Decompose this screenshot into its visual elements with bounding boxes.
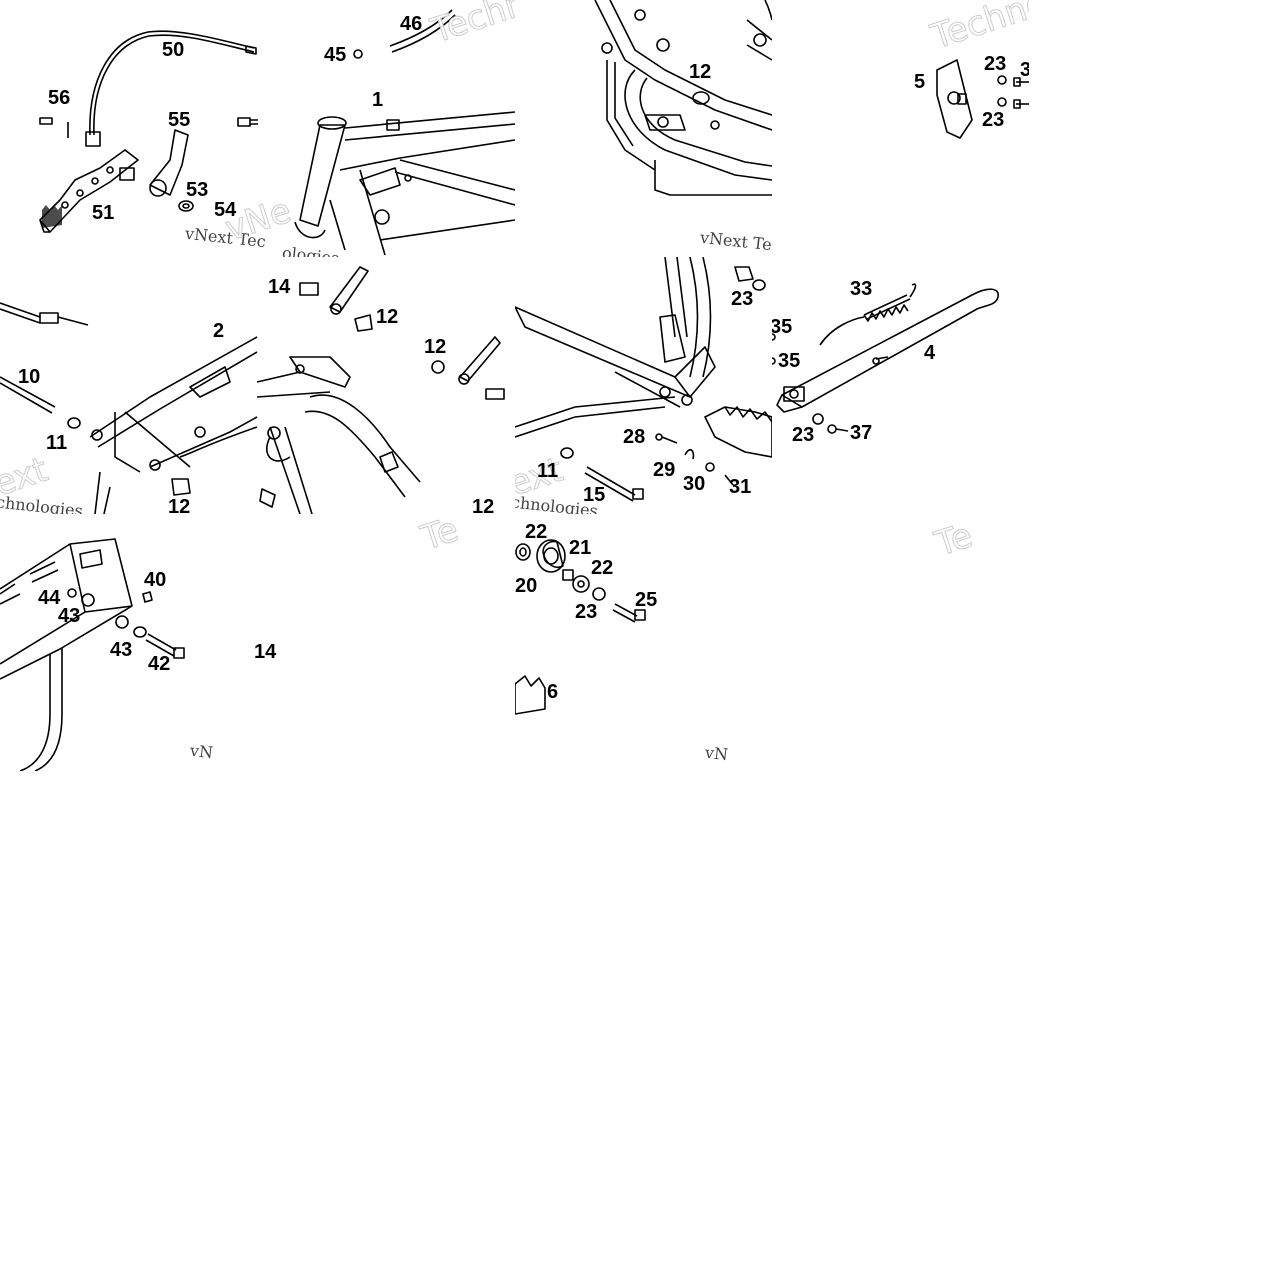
part-label: 33 (850, 278, 873, 300)
part-label: 28 (623, 426, 646, 448)
part-label: 22 (591, 557, 614, 579)
part-label: 43 (110, 639, 133, 661)
part-label: 21 (569, 537, 592, 559)
part-label: 11 (46, 432, 68, 454)
part-label: 15 (583, 484, 606, 506)
part-label: 11 (537, 460, 559, 482)
tile-bottom-left: vN Te 40 44 43 43 42 14 (0, 514, 515, 771)
part-label: 46 (400, 13, 423, 35)
frame-lower-drawing (0, 266, 505, 514)
part-label: 51 (92, 202, 115, 224)
part-label: 23 (731, 288, 754, 310)
part-label: 55 (168, 109, 191, 131)
part-label: 37 (850, 422, 873, 444)
part-label: 23 (982, 109, 1005, 131)
part-label: 54 (214, 199, 237, 221)
part-label: 10 (18, 366, 41, 388)
tile-mid-left: ext chnologies 14 12 2 12 10 11 12 12 (0, 257, 515, 514)
part-label: 23 (984, 53, 1007, 75)
tile-bottom-middle: vN 22 21 22 20 23 25 6 (515, 514, 772, 771)
part-label: 12 (472, 496, 495, 514)
part-label: 22 (525, 521, 548, 543)
part-label: 44 (38, 587, 61, 609)
part-label: 40 (144, 569, 167, 591)
part-label: 29 (653, 459, 676, 481)
part-label: 14 (254, 641, 277, 663)
tile-top-right: Techno 5 23 23 3 (772, 0, 1029, 257)
part-label: 12 (168, 496, 191, 514)
part-label: 5 (914, 71, 926, 93)
tile-top-middle: vNext Tec 12 (515, 0, 772, 257)
part-label: 50 (162, 39, 185, 61)
part-label: 2 (213, 320, 225, 342)
part-label: 56 (48, 87, 71, 109)
part-label: 53 (186, 179, 209, 201)
rear-rack-drawing (0, 538, 185, 771)
tile-mid-middle: ext chnologies nologies 23 28 29 30 31 1… (515, 257, 772, 514)
frame-front-drawing (39, 9, 515, 256)
rear-subframe-drawing (594, 0, 772, 196)
part-label: 1 (372, 89, 384, 111)
part-label: 45 (324, 44, 347, 66)
watermark: Te (930, 515, 978, 565)
part-label: 20 (515, 575, 538, 597)
part-label: 4 (924, 342, 936, 364)
roller-parts-drawing (515, 539, 646, 715)
part-label: 23 (792, 424, 815, 446)
tile-top-left: Techno vNext Tec vNe ologies 50 46 45 1 … (0, 0, 515, 257)
bracket-drawing (936, 59, 1029, 139)
part-label: 12 (376, 306, 399, 328)
side-stand-drawing (772, 283, 999, 434)
part-label: 35 (778, 350, 801, 372)
part-label: 43 (58, 605, 81, 627)
part-label: 14 (268, 276, 291, 298)
part-label: 25 (635, 589, 658, 611)
tile-bottom-right: Te (772, 514, 1029, 771)
part-label: 23 (575, 601, 598, 623)
part-label: 42 (148, 653, 171, 675)
part-label: 30 (683, 473, 706, 495)
footpeg-frame-drawing (515, 257, 772, 502)
part-label: 35 (772, 316, 793, 338)
part-label: 12 (689, 61, 712, 83)
part-label: 31 (729, 476, 752, 498)
part-label: 3 (1020, 59, 1029, 81)
part-label: 6 (547, 681, 559, 703)
part-label: 12 (424, 336, 447, 358)
tile-mid-right: 33 35 35 4 23 37 (772, 257, 1029, 514)
